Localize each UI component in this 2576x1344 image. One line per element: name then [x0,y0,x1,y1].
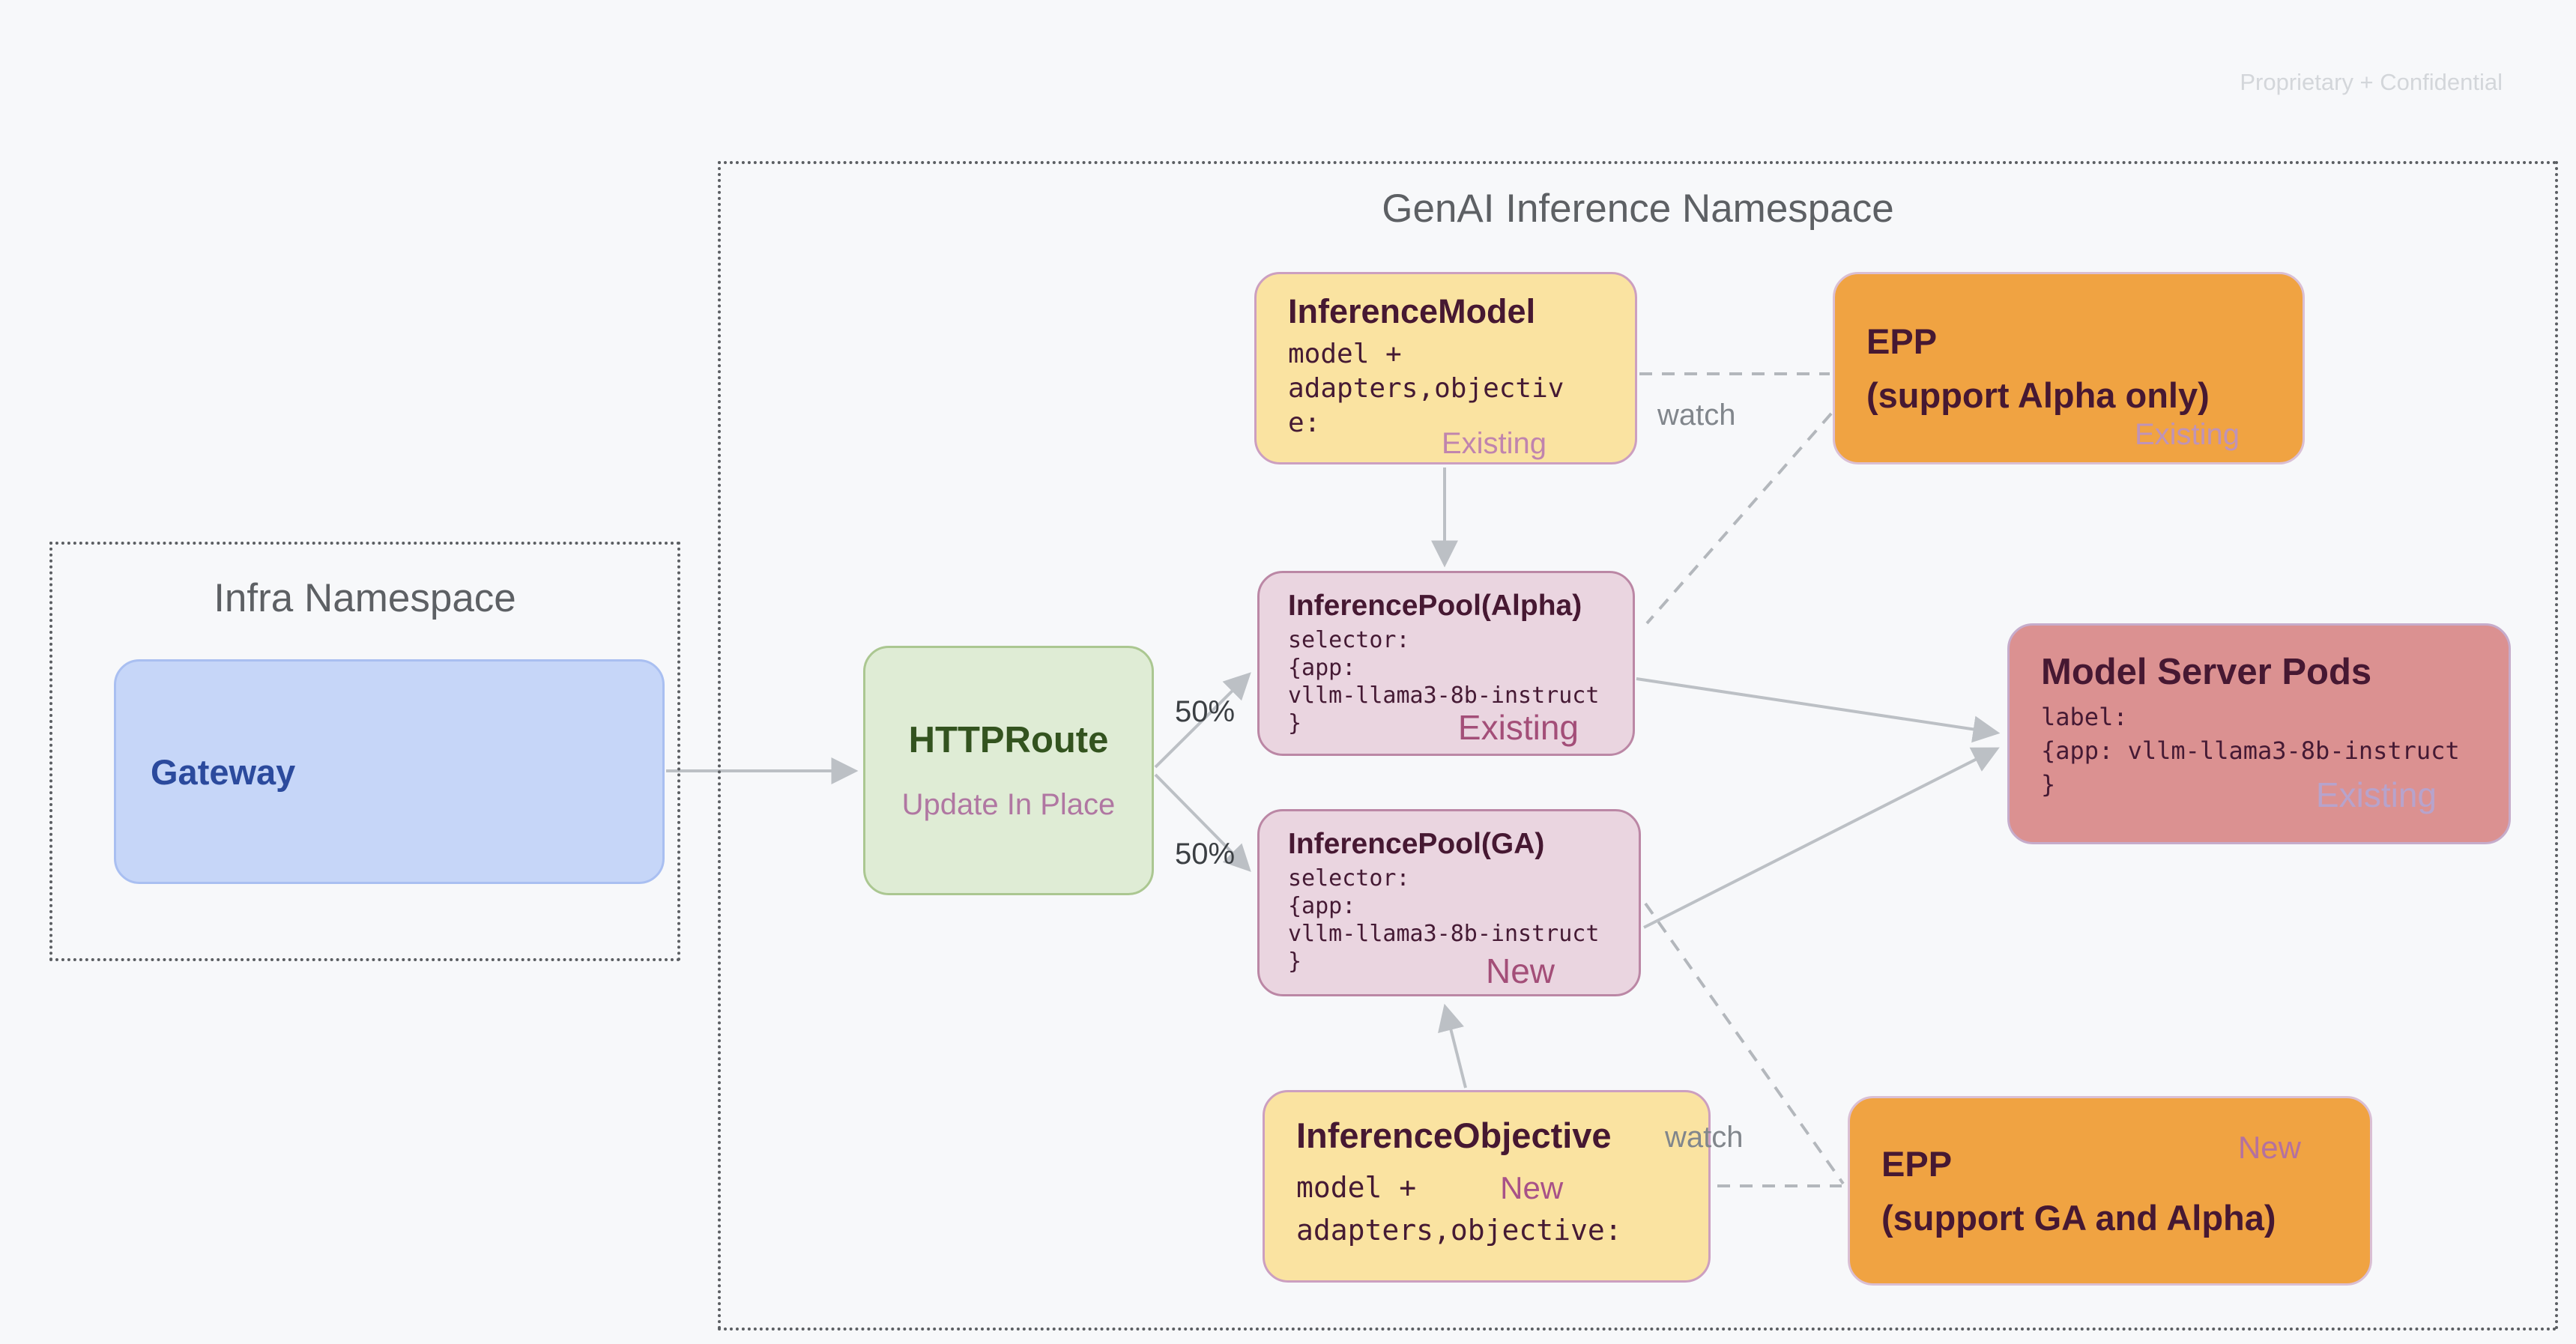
pool-alpha-title: InferencePool(Alpha) [1288,590,1582,622]
model-server-pods-status-badge: Existing [2315,775,2437,814]
inference-model-node: InferenceModel model + adapters,objectiv… [1254,272,1637,464]
code-line: vllm-llama3-8b-instruct [1288,682,1600,709]
route-split-top-label: 50% [1175,695,1236,728]
epp-ga-title: EPP [1881,1144,1953,1184]
code-line: label: [2041,703,2128,731]
epp-alpha-scope: (support Alpha only) [1866,375,2210,415]
code-line: e: [1288,408,1321,439]
inference-model-code: model + adapters,objectiv e: [1288,337,1635,441]
route-split-bottom-label: 50% [1175,838,1236,871]
pool-alpha-node: InferencePool(Alpha) selector: {app: vll… [1257,571,1635,756]
code-line: adapters,objectiv [1288,373,1564,405]
pool-alpha-code: selector: {app: vllm-llama3-8b-instruct … [1288,627,1633,738]
code-line: } [2041,769,2056,799]
genai-namespace-box [718,161,2558,1331]
pool-ga-node: InferencePool(GA) selector: {app: vllm-l… [1257,809,1641,996]
epp-alpha-status-badge: Existing [2134,418,2240,451]
httproute-title: HTTPRoute [908,720,1109,760]
confidentiality-watermark: Proprietary + Confidential [2240,69,2503,95]
epp-alpha-title: EPP [1866,321,1938,362]
code-line: adapters,objective: [1296,1214,1622,1247]
epp-alpha-node: EPP (support Alpha only) Existing [1833,272,2305,464]
code-line: {app: vllm-llama3-8b-instruct [2041,736,2460,765]
watch-bottom-label: watch [1665,1121,1744,1154]
code-line: model + [1288,339,1402,369]
watch-top-label: watch [1657,399,1736,432]
gateway-label: Gateway [151,751,296,792]
code-line: {app: [1288,654,1356,681]
epp-ga-node: EPP (support GA and Alpha) New [1848,1096,2372,1286]
genai-namespace-title: GenAI Inference Namespace [1382,187,1894,231]
inference-objective-node: InferenceObjective model + New adapters,… [1263,1090,1711,1283]
gateway-node: Gateway [114,659,665,884]
epp-ga-status-badge: New [2237,1130,2301,1165]
httproute-node: HTTPRoute Update In Place [863,646,1154,895]
infra-namespace-title: Infra Namespace [214,576,516,620]
pool-ga-title: InferencePool(GA) [1288,828,1545,860]
code-line: } [1288,948,1302,975]
model-server-pods-node: Model Server Pods label: {app: vllm-llam… [2007,623,2511,844]
code-line: selector: [1288,865,1410,892]
model-server-pods-title: Model Server Pods [2041,652,2372,692]
inference-objective-title: InferenceObjective [1296,1116,1612,1155]
code-line: model + [1296,1171,1417,1204]
code-line: {app: [1288,892,1356,919]
inference-objective-status-badge: New [1500,1169,1564,1205]
code-line: selector: [1288,627,1410,653]
epp-ga-scope: (support GA and Alpha) [1881,1197,2276,1238]
pool-ga-code: selector: {app: vllm-llama3-8b-instruct … [1288,865,1639,976]
inference-model-title: InferenceModel [1288,292,1536,330]
pool-alpha-status-badge: Existing [1457,708,1579,747]
model-server-pods-code: label: {app: vllm-llama3-8b-instruct } [2041,700,2509,801]
code-line: vllm-llama3-8b-instruct [1288,920,1600,947]
httproute-subtitle: Update In Place [901,788,1116,821]
inference-model-status-badge: Existing [1441,427,1546,460]
pool-ga-status-badge: New [1485,951,1555,990]
code-line: } [1288,709,1302,736]
infra-namespace-box [49,542,680,961]
